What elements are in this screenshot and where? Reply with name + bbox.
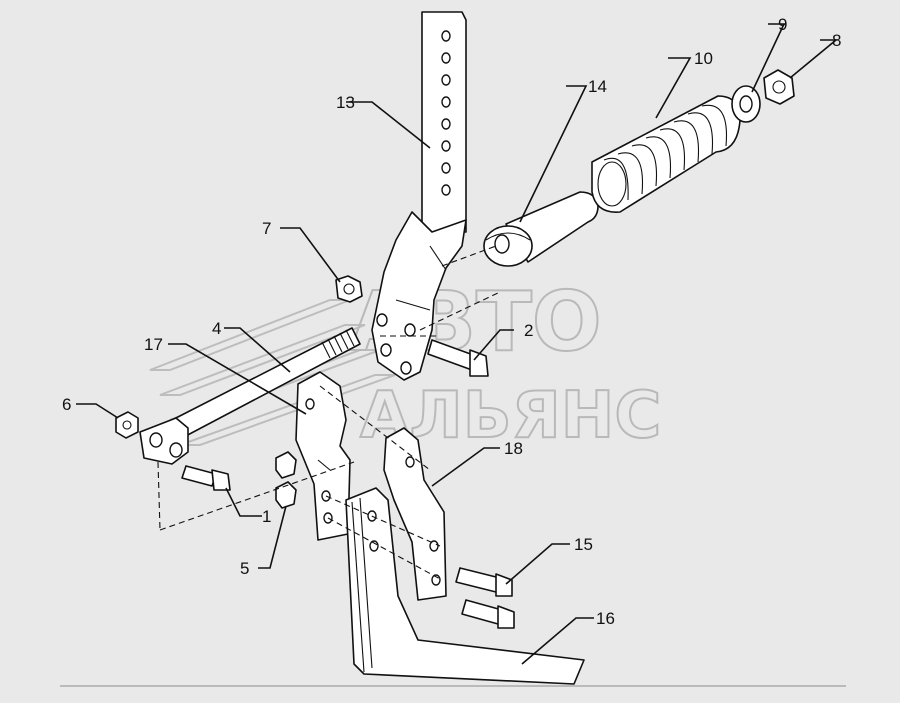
- callout-2: 2: [524, 321, 533, 340]
- callout-10: 10: [694, 49, 713, 68]
- part-16-shank: [345, 487, 585, 685]
- callout-16: 16: [596, 609, 615, 628]
- callout-7: 7: [262, 219, 271, 238]
- callout-4: 4: [212, 319, 221, 338]
- callout-labels: 13 7 14 10 9 8 4 17 6 1 2 5 18 15 16: [62, 15, 841, 628]
- clevis-block: [139, 417, 189, 465]
- part-18-right-plate: [383, 427, 447, 601]
- part-15-bolts: [455, 567, 515, 629]
- callout-1: 1: [262, 507, 271, 526]
- part-17-left-plate: [295, 371, 351, 541]
- leader-lines: [76, 23, 839, 665]
- part-13-standard-bar: [371, 11, 467, 381]
- part-5-nuts: [275, 451, 297, 509]
- callout-17: 17: [144, 335, 163, 354]
- callout-18: 18: [504, 439, 523, 458]
- callout-9: 9: [778, 15, 787, 34]
- part-10-spring: [591, 95, 741, 213]
- part-6-nut: [115, 411, 139, 439]
- callout-6: 6: [62, 395, 71, 414]
- standard-bar-holes: [441, 30, 451, 196]
- callout-5: 5: [240, 559, 249, 578]
- part-9-washer: [731, 85, 761, 123]
- part-2-bolt: [427, 339, 489, 377]
- part-1-bolt: [181, 465, 231, 491]
- callout-13: 13: [336, 93, 355, 112]
- assembly-guide-lines: [157, 245, 501, 581]
- part-14-spring-rod: [483, 191, 599, 267]
- part-8-nut: [763, 69, 795, 105]
- callout-14: 14: [588, 77, 607, 96]
- part-7-nut: [335, 275, 363, 303]
- callout-8: 8: [832, 31, 841, 50]
- callout-15: 15: [574, 535, 593, 554]
